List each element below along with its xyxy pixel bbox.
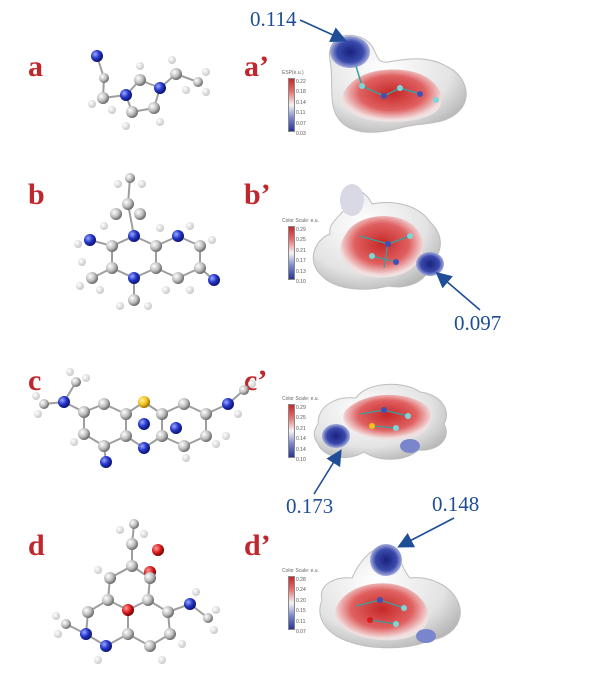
annotation-arrows	[299, 19, 481, 548]
arrow-b	[435, 271, 481, 311]
esp-surface-a	[328, 34, 467, 133]
arrow-a	[299, 19, 347, 42]
molecule-b-atoms	[74, 173, 220, 310]
annotation-value-d: 0.148	[432, 492, 480, 516]
panel-label-c: c	[28, 364, 42, 397]
scale-title: Color Scale: e.u.	[282, 568, 319, 574]
scale-gradient	[288, 226, 295, 280]
esp-surface-d	[319, 544, 461, 649]
scale-gradient	[288, 404, 295, 458]
panel-label-b: b	[28, 178, 45, 211]
molecule-a-atoms	[88, 50, 210, 130]
scale-title: Color Scale: e.u.	[282, 396, 319, 402]
molecule-c-atoms	[32, 368, 256, 468]
panel-label-a: a	[28, 50, 43, 83]
panel-label-d-prime: d’	[244, 529, 271, 562]
scale-gradient	[288, 576, 295, 630]
arrow-d	[397, 517, 455, 548]
scale-gradient	[288, 78, 295, 132]
annotation-value-c: 0.173	[286, 494, 334, 518]
esp-surface-c	[313, 383, 447, 460]
annotation-value-a: 0.114	[250, 7, 297, 31]
panel-label-d: d	[28, 529, 45, 562]
molecule-b	[89, 177, 215, 300]
scale-title: ESP(e.u.)	[282, 70, 304, 76]
molecule-a	[96, 55, 199, 113]
panel-label-b-prime: b’	[244, 178, 271, 211]
annotation-value-b: 0.097	[454, 311, 502, 335]
esp-surface-b	[312, 184, 444, 290]
arrow-c	[313, 449, 342, 495]
molecule-d-atoms	[52, 519, 220, 664]
scale-title: Color Scale: e.u.	[282, 218, 319, 224]
panel-label-a-prime: a’	[244, 50, 269, 83]
panel-label-c-prime: c’	[244, 364, 268, 397]
